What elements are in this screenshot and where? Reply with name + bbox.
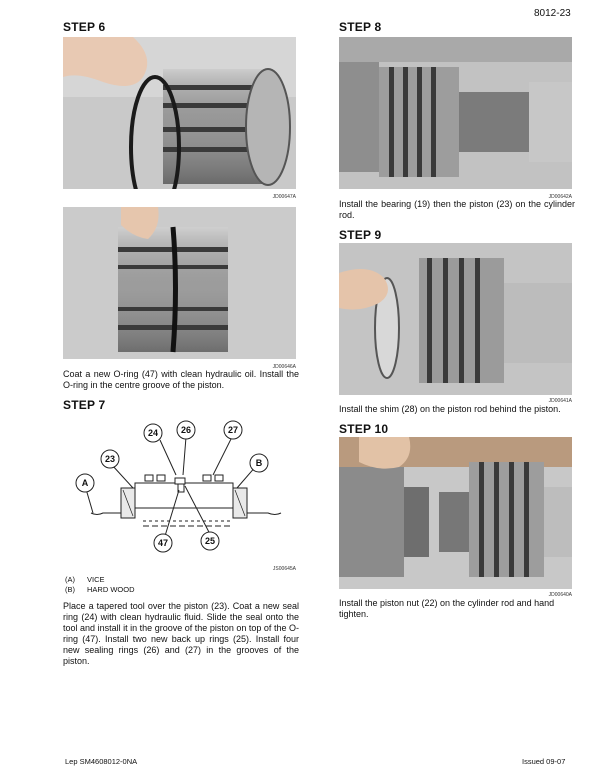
photo-code: JD00642A (548, 194, 572, 200)
callout-47: 47 (158, 538, 168, 548)
step-8-title: STEP 8 (339, 20, 382, 34)
callout-25: 25 (205, 536, 215, 546)
piston-seal-diagram: 24 26 27 23 B A 47 25 (63, 418, 299, 558)
diagram-code: JS00645A (272, 566, 296, 572)
photo-piston-nut (339, 437, 572, 589)
footer-document-id: Lep SM4608012-0NA (65, 757, 138, 766)
step-6-instructions: Coat a new O-ring (47) with clean hydrau… (63, 369, 299, 390)
page-number: 8012-23 (534, 8, 571, 19)
photo-oring-piston (63, 37, 296, 189)
footer-issue-date: Issued 09-07 (522, 757, 566, 766)
photo-piston-on-rod (339, 37, 572, 189)
step-6-title: STEP 6 (63, 20, 106, 34)
photo-code: JD00641A (548, 398, 572, 404)
step-10-instructions: Install the piston nut (22) on the cylin… (339, 598, 555, 619)
step-9-title: STEP 9 (339, 228, 382, 242)
photo-oring-groove (63, 207, 296, 359)
callout-24: 24 (148, 428, 158, 438)
diagram-legend: (A)VICE (B)HARD WOOD (65, 575, 135, 595)
step-7-title: STEP 7 (63, 398, 106, 412)
callout-a: A (82, 478, 89, 488)
step-7-instructions: Place a tapered tool over the piston (23… (63, 601, 299, 666)
legend-item: (B)HARD WOOD (65, 585, 135, 594)
photo-code: JD00647A (272, 194, 296, 200)
photo-code: JD00640A (548, 592, 572, 598)
callout-26: 26 (181, 425, 191, 435)
callout-b: B (256, 458, 263, 468)
legend-item: (A)VICE (65, 575, 105, 584)
step-9-instructions: Install the shim (28) on the piston rod … (339, 404, 561, 414)
photo-code: JD00646A (272, 364, 296, 370)
callout-23: 23 (105, 454, 115, 464)
photo-shim (339, 243, 572, 395)
step-10-title: STEP 10 (339, 422, 389, 436)
callout-27: 27 (228, 425, 238, 435)
step-8-instructions: Install the bearing (19) then the piston… (339, 199, 575, 220)
